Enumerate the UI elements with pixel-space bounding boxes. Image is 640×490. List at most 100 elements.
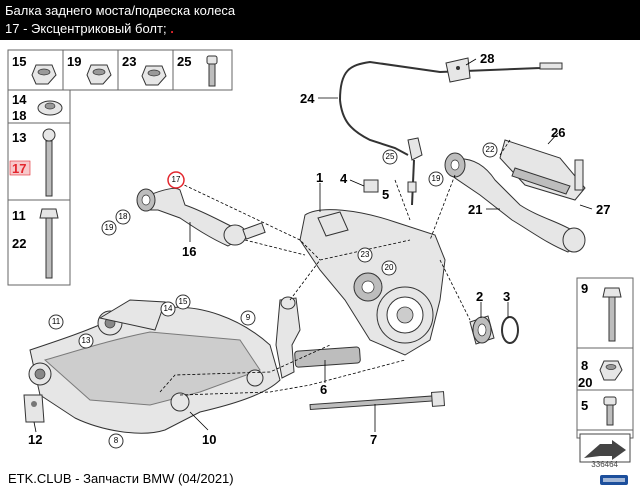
- callout-6[interactable]: 6: [320, 382, 327, 397]
- callout-3[interactable]: 3: [503, 289, 510, 304]
- bracket-26: [499, 139, 586, 201]
- svg-text:22: 22: [486, 145, 495, 154]
- clip-4: [363, 179, 379, 193]
- callout-16[interactable]: 16: [182, 244, 196, 259]
- callout-27[interactable]: 27: [596, 202, 610, 217]
- callout-2[interactable]: 2: [476, 289, 483, 304]
- sensor-wire-24: [339, 60, 563, 206]
- assembly-line-5: [289, 239, 411, 301]
- assembly-line-8: [394, 179, 411, 221]
- fastener-panel-left: 15 19 23 25 14 18 13 17: [7, 49, 233, 286]
- page-title: Балка заднего моста/подвеска колеса: [5, 3, 236, 18]
- bolt-5-image: [603, 396, 617, 426]
- circled-callout-13[interactable]: 13: [78, 333, 94, 349]
- callout-12[interactable]: 12: [28, 432, 42, 447]
- circled-callout-19b[interactable]: 19: [428, 171, 444, 187]
- clip-28: [445, 57, 471, 83]
- fastener-label-13[interactable]: 13: [12, 130, 26, 145]
- assembly-line-7: [429, 174, 456, 241]
- wheel-carrier: [299, 209, 446, 356]
- callout-5[interactable]: 5: [382, 187, 389, 202]
- callout-7[interactable]: 7: [370, 432, 377, 447]
- circled-callout-23[interactable]: 23: [357, 247, 373, 263]
- leader-lines: [33, 58, 593, 433]
- fastener-label-25[interactable]: 25: [177, 54, 191, 69]
- long-bolt-7: [309, 391, 446, 411]
- fastener-label-9[interactable]: 9: [581, 281, 588, 296]
- highlight-box-17: [9, 160, 31, 176]
- svg-text:17: 17: [172, 175, 181, 184]
- footer-text: ETK.CLUB - Запчасти BMW (04/2021): [8, 471, 234, 486]
- fastener-label-8[interactable]: 8: [581, 358, 588, 373]
- circled-callout-17[interactable]: 17: [167, 171, 185, 189]
- bolt-9-image: [602, 287, 622, 342]
- fastener-label-5[interactable]: 5: [581, 398, 588, 413]
- nut-19-image: [86, 64, 112, 85]
- link-rod-6: [275, 296, 361, 379]
- svg-text:20: 20: [385, 263, 394, 272]
- assembly-line-4: [179, 359, 406, 396]
- direction-arrow-icon: [579, 433, 631, 463]
- fastener-label-15[interactable]: 15: [12, 54, 26, 69]
- svg-text:18: 18: [119, 212, 128, 221]
- circled-callout-9[interactable]: 9: [240, 310, 256, 326]
- diagram-reference-number: 336464: [591, 460, 618, 469]
- circled-callouts: 8 9 11 13 14 15 18 19: [48, 142, 498, 449]
- circled-callout-11[interactable]: 11: [48, 314, 64, 330]
- svg-text:11: 11: [52, 317, 61, 326]
- subtitle-text: 17 - Эксцентриковый болт;: [5, 21, 167, 36]
- circled-callout-25[interactable]: 25: [382, 149, 398, 165]
- fastener-label-11[interactable]: 11: [12, 208, 26, 223]
- circled-callout-20[interactable]: 20: [381, 260, 397, 276]
- fastener-label-14[interactable]: 14: [12, 92, 27, 107]
- svg-text:19: 19: [432, 174, 441, 183]
- mount-bracket-12: [23, 394, 45, 423]
- svg-text:8: 8: [114, 436, 119, 445]
- svg-text:23: 23: [361, 250, 370, 259]
- fastener-label-20[interactable]: 20: [578, 375, 592, 390]
- bolt-25-image: [206, 55, 218, 87]
- nut-8-image: [599, 360, 623, 381]
- bolt-11-image: [39, 208, 59, 279]
- circled-callout-8[interactable]: 8: [108, 433, 124, 449]
- subtitle-mark: .: [170, 21, 174, 36]
- page-subtitle: 17 - Эксцентриковый болт; .: [5, 21, 174, 36]
- callout-10[interactable]: 10: [202, 432, 216, 447]
- fastener-label-22[interactable]: 22: [12, 236, 26, 251]
- fastener-label-19[interactable]: 19: [67, 54, 81, 69]
- bushing-2: [469, 315, 495, 345]
- callout-24[interactable]: 24: [300, 91, 315, 106]
- callout-4[interactable]: 4: [340, 171, 348, 186]
- fastener-label-23[interactable]: 23: [122, 54, 136, 69]
- circled-callout-19a[interactable]: 19: [101, 220, 117, 236]
- svg-text:25: 25: [386, 152, 395, 161]
- callout-26[interactable]: 26: [551, 125, 565, 140]
- assembly-line-2: [244, 239, 306, 256]
- circled-callout-14[interactable]: 14: [160, 301, 176, 317]
- fastener-label-18[interactable]: 18: [12, 108, 26, 123]
- control-arm-21: [444, 152, 586, 253]
- circled-callout-18[interactable]: 18: [115, 209, 131, 225]
- callout-28[interactable]: 28: [480, 51, 494, 66]
- fastener-label-17[interactable]: 17: [12, 161, 26, 176]
- svg-text:13: 13: [82, 336, 91, 345]
- callout-1[interactable]: 1: [316, 170, 323, 185]
- assembly-line-6: [439, 259, 471, 321]
- nut-23-image: [141, 65, 167, 86]
- header-bar: Балка заднего моста/подвеска колеса 17 -…: [0, 0, 640, 40]
- svg-text:9: 9: [246, 313, 251, 322]
- washer-14-image: [37, 100, 63, 116]
- circled-callout-22[interactable]: 22: [482, 142, 498, 158]
- brand-mark-icon: [600, 472, 628, 485]
- fastener-right-panel: [576, 277, 634, 439]
- callout-21[interactable]: 21: [468, 202, 482, 217]
- nut-15-image: [31, 64, 57, 85]
- svg-text:14: 14: [164, 304, 173, 313]
- assembly-line-1: [179, 182, 321, 261]
- circled-callout-15[interactable]: 15: [175, 294, 191, 310]
- wishbone-16: [136, 187, 266, 247]
- snap-ring-3: [501, 316, 519, 344]
- assembly-line-3: [159, 344, 331, 393]
- assembly-line-9: [499, 139, 511, 156]
- svg-text:15: 15: [179, 297, 188, 306]
